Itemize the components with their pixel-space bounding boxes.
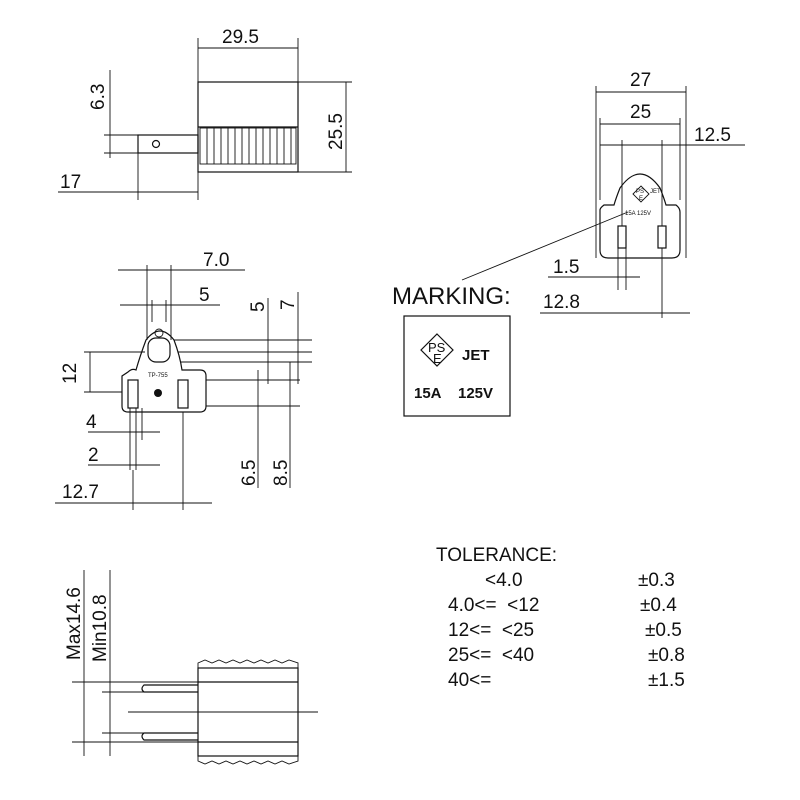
marking-jet: JET xyxy=(462,347,490,364)
svg-text:E: E xyxy=(639,196,643,202)
svg-text:PS: PS xyxy=(428,340,446,355)
tolerance-value-3: ±0.5 xyxy=(645,620,682,641)
grip-ridges xyxy=(199,127,297,165)
dim-17: 17 xyxy=(60,172,81,193)
marking-box xyxy=(403,315,511,417)
dim-6-5: 6.5 xyxy=(239,460,260,486)
blade-top xyxy=(137,134,199,154)
dim-12-8: 12.8 xyxy=(543,292,580,313)
marking-callout: MARKING: PS E JET 15A 125V xyxy=(392,283,511,417)
tolerance-range-1: <4.0 xyxy=(485,570,523,591)
bottom-view: Max14.6 Min10.8 xyxy=(64,570,318,765)
blade-left-slot xyxy=(617,225,627,249)
dim-4: 4 xyxy=(86,412,97,433)
ridges-bottom xyxy=(197,756,299,765)
tolerance-range-2: 4.0<= <12 xyxy=(448,595,540,616)
blade-bottom-lower xyxy=(141,732,198,741)
tolerance-value-2: ±0.4 xyxy=(640,595,677,616)
dim-7v: 7 xyxy=(278,299,299,310)
dim-5: 5 xyxy=(199,285,210,306)
tolerance-value-4: ±0.8 xyxy=(648,645,685,666)
dim-6-3: 6.3 xyxy=(88,84,109,110)
tolerance-range-5: 40<= xyxy=(448,670,492,691)
marking-leader xyxy=(461,211,629,281)
tolerance-value-5: ±1.5 xyxy=(648,670,685,691)
svg-text:15A 125V: 15A 125V xyxy=(625,211,651,217)
plug-face-outline xyxy=(599,173,681,259)
marking-voltage: 125V xyxy=(458,385,493,402)
blade-right-slot xyxy=(657,225,667,249)
dim-29-5: 29.5 xyxy=(222,27,259,48)
center-rivet xyxy=(154,389,162,397)
dim-25-5: 25.5 xyxy=(326,113,347,150)
dim-12: 12 xyxy=(60,363,81,384)
marking-title: MARKING: xyxy=(392,283,511,310)
dim-25: 25 xyxy=(630,102,651,123)
dim-2: 2 xyxy=(88,445,99,466)
top-view: 29.5 6.3 25.5 17 xyxy=(58,27,352,200)
dim-8-5: 8.5 xyxy=(271,460,292,486)
tolerance-range-3: 12<= <25 xyxy=(448,620,535,641)
ground-pin-hole xyxy=(154,328,164,338)
svg-text:JET: JET xyxy=(650,189,661,195)
svg-text:E: E xyxy=(433,351,442,366)
blade-hole xyxy=(151,139,161,149)
dim-max-14-6: Max14.6 xyxy=(64,587,85,660)
dim-min-10-8: Min10.8 xyxy=(90,594,111,662)
side-view: TP-755 7.0 5 12 5 7 6.5 8.5 xyxy=(55,250,312,510)
dim-7-0: 7.0 xyxy=(203,250,229,271)
blade-bottom-upper xyxy=(141,684,198,693)
dim-27: 27 xyxy=(630,70,651,91)
dim-5v: 5 xyxy=(248,301,269,312)
blade-left-side xyxy=(127,379,139,409)
tolerance-title: TOLERANCE: xyxy=(436,545,558,566)
side-body-outline xyxy=(121,330,207,413)
blade-right-side xyxy=(177,379,189,409)
model-label: TP-755 xyxy=(148,373,168,379)
front-view: PS E JET 15A 125V 27 25 12.5 1.5 12.8 xyxy=(461,70,745,318)
svg-text:PS: PS xyxy=(636,189,644,195)
tolerance-value-1: ±0.3 xyxy=(638,570,675,591)
dim-12-5: 12.5 xyxy=(694,125,731,146)
dim-1-5: 1.5 xyxy=(553,257,579,278)
pse-mark-small: PS E JET 15A 125V xyxy=(625,185,661,217)
grip-ridge-lines xyxy=(206,128,292,164)
pse-diamond-logo: PS E xyxy=(420,333,454,367)
ridges-top xyxy=(197,659,299,668)
marking-current: 15A xyxy=(414,385,442,402)
tolerance-range-4: 25<= <40 xyxy=(448,645,535,666)
dim-12-7: 12.7 xyxy=(62,482,99,503)
ground-pin-slot xyxy=(147,337,171,363)
